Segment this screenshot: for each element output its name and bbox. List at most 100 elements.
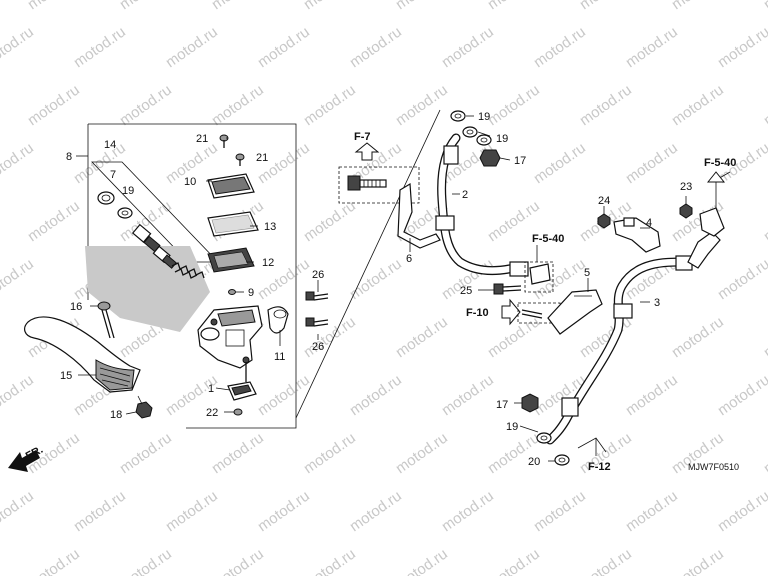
watermark-text: motod.ru bbox=[669, 545, 727, 576]
ref-f7: F-7 bbox=[354, 131, 371, 143]
watermark-text: motod.ru bbox=[117, 545, 175, 576]
watermark-text: motod.ru bbox=[255, 371, 313, 419]
watermark-text: motod.ru bbox=[393, 429, 451, 477]
lower-banjo-group bbox=[514, 393, 570, 466]
front-direction-arrow bbox=[8, 450, 40, 472]
ref-f540-mid: F-5-40 bbox=[532, 233, 564, 245]
bolt-23 bbox=[679, 196, 693, 219]
callout-1: 1 bbox=[208, 383, 214, 395]
ref-f540-top: F-5-40 bbox=[704, 157, 736, 169]
holder bbox=[267, 306, 289, 334]
callout-19c: 19 bbox=[506, 421, 518, 433]
screw-22 bbox=[233, 408, 243, 416]
callout-26a: 26 bbox=[312, 269, 324, 281]
watermark-text: motod.ru bbox=[715, 487, 768, 535]
f12-area bbox=[577, 437, 607, 456]
washer-19b bbox=[462, 126, 478, 138]
snap-ring bbox=[117, 207, 133, 219]
callout-17b: 17 bbox=[496, 399, 508, 411]
assembly-frame bbox=[88, 123, 297, 429]
pivot-nut bbox=[135, 395, 153, 419]
bolt-24 bbox=[597, 206, 611, 229]
brake-hose-upper bbox=[435, 110, 529, 277]
washer-19a bbox=[450, 110, 466, 122]
watermark-text: motod.ru bbox=[301, 429, 359, 477]
bolt-26a bbox=[305, 291, 329, 301]
washer-19e bbox=[554, 454, 570, 466]
callout-2: 2 bbox=[462, 189, 468, 201]
f7-dashed-box bbox=[338, 166, 420, 204]
watermark-text: motod.ru bbox=[393, 0, 451, 13]
washer-19d bbox=[536, 432, 552, 444]
watermark-text: motod.ru bbox=[623, 23, 681, 71]
callout-13: 13 bbox=[264, 221, 276, 233]
watermark-text: motod.ru bbox=[439, 487, 497, 535]
watermark-text: motod.ru bbox=[25, 197, 83, 245]
f7-bolt bbox=[347, 175, 387, 191]
watermark-text: motod.ru bbox=[531, 23, 589, 71]
callout-22: 22 bbox=[206, 407, 218, 419]
callout-26b: 26 bbox=[312, 341, 324, 353]
callout-19d: 20 bbox=[528, 456, 540, 468]
callout-19a: 19 bbox=[478, 111, 490, 123]
callout-23: 23 bbox=[680, 181, 692, 193]
watermark-text: motod.ru bbox=[117, 81, 175, 129]
callout-21a: 21 bbox=[196, 133, 208, 145]
caliper-bracket bbox=[699, 171, 731, 237]
watermark-text: motod.ru bbox=[761, 545, 768, 576]
watermark-text: motod.ru bbox=[71, 139, 129, 187]
watermark-text: motod.ru bbox=[0, 23, 37, 71]
watermark-text: motod.ru bbox=[761, 429, 768, 477]
watermark-text: motod.ru bbox=[163, 487, 221, 535]
watermark-text: motod.ru bbox=[301, 545, 359, 576]
diagram-code: MJW7F0510 bbox=[688, 462, 739, 472]
watermark-text: motod.ru bbox=[347, 23, 405, 71]
f7-area bbox=[338, 142, 441, 252]
callout-20: 19 bbox=[122, 185, 134, 197]
snap-ring-inner bbox=[121, 210, 129, 216]
bolt-25 bbox=[478, 283, 522, 295]
callout-7: 7 bbox=[110, 169, 116, 181]
callout-17a: 17 bbox=[514, 155, 526, 167]
callout-8: 8 bbox=[66, 151, 72, 163]
callout-labels: 8 14 7 19 21 21 10 13 12 9 11 16 15 18 1… bbox=[60, 111, 692, 468]
watermark-text: motod.ru bbox=[393, 81, 451, 129]
watermark-text: motod.ru bbox=[623, 371, 681, 419]
callout-15: 15 bbox=[60, 370, 72, 382]
watermark-text: motod.ru bbox=[347, 255, 405, 303]
watermark-text: motod.ru bbox=[531, 487, 589, 535]
callout-19b: 19 bbox=[496, 133, 508, 145]
watermark-text: motod.ru bbox=[761, 197, 768, 245]
watermark-text: motod.ru bbox=[347, 487, 405, 535]
washer-19c bbox=[476, 134, 492, 146]
bracket-4 bbox=[613, 217, 661, 253]
watermark-text: motod.ru bbox=[439, 371, 497, 419]
watermark-text: motod.ru bbox=[485, 81, 543, 129]
watermark-text: motod.ru bbox=[301, 0, 359, 13]
watermark-text: motod.ru bbox=[209, 0, 267, 13]
watermark-text: motod.ru bbox=[163, 23, 221, 71]
callout-4: 4 bbox=[646, 217, 652, 229]
watermark-text: motod.ru bbox=[439, 23, 497, 71]
callout-16: 16 bbox=[70, 301, 82, 313]
watermark-text: motod.ru bbox=[209, 545, 267, 576]
watermark-text: motod.ru bbox=[71, 23, 129, 71]
watermark-text: motod.ru bbox=[71, 487, 129, 535]
bolt-26b bbox=[305, 317, 329, 327]
diaphragm-plate-hatch bbox=[211, 214, 255, 234]
callout-12: 12 bbox=[262, 257, 274, 269]
screw-21a bbox=[219, 134, 229, 148]
callout-10: 10 bbox=[184, 176, 196, 188]
callout-3: 3 bbox=[654, 297, 660, 309]
screw-21b bbox=[235, 153, 245, 166]
watermark-text: motod.ru bbox=[715, 23, 768, 71]
watermark-text: motod.ru bbox=[623, 139, 681, 187]
watermark-text: motod.ru bbox=[0, 255, 37, 303]
callout-6: 6 bbox=[406, 253, 412, 265]
watermark-text: motod.ru bbox=[485, 545, 543, 576]
callout-18: 18 bbox=[110, 409, 122, 421]
callout-11: 11 bbox=[274, 351, 285, 363]
callout-9: 9 bbox=[248, 287, 254, 299]
callout-14: 14 bbox=[104, 139, 116, 151]
